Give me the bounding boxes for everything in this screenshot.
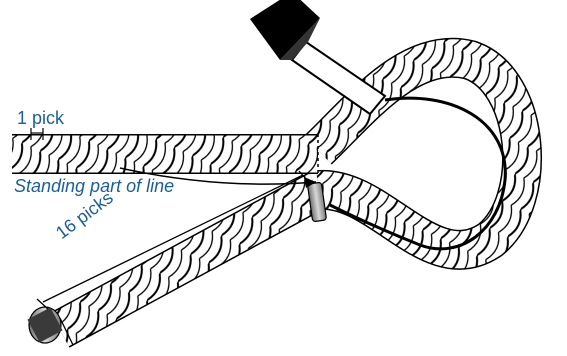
whipping-band	[307, 181, 327, 223]
pick-dimension	[30, 128, 44, 140]
inserted-tail-line	[329, 96, 507, 251]
fid-tool	[250, 0, 387, 116]
picks-dimension	[36, 170, 308, 346]
label-standing-part: Standing part of line	[14, 176, 175, 196]
label-one-pick: 1 pick	[17, 108, 65, 128]
end-seizing	[27, 306, 63, 344]
